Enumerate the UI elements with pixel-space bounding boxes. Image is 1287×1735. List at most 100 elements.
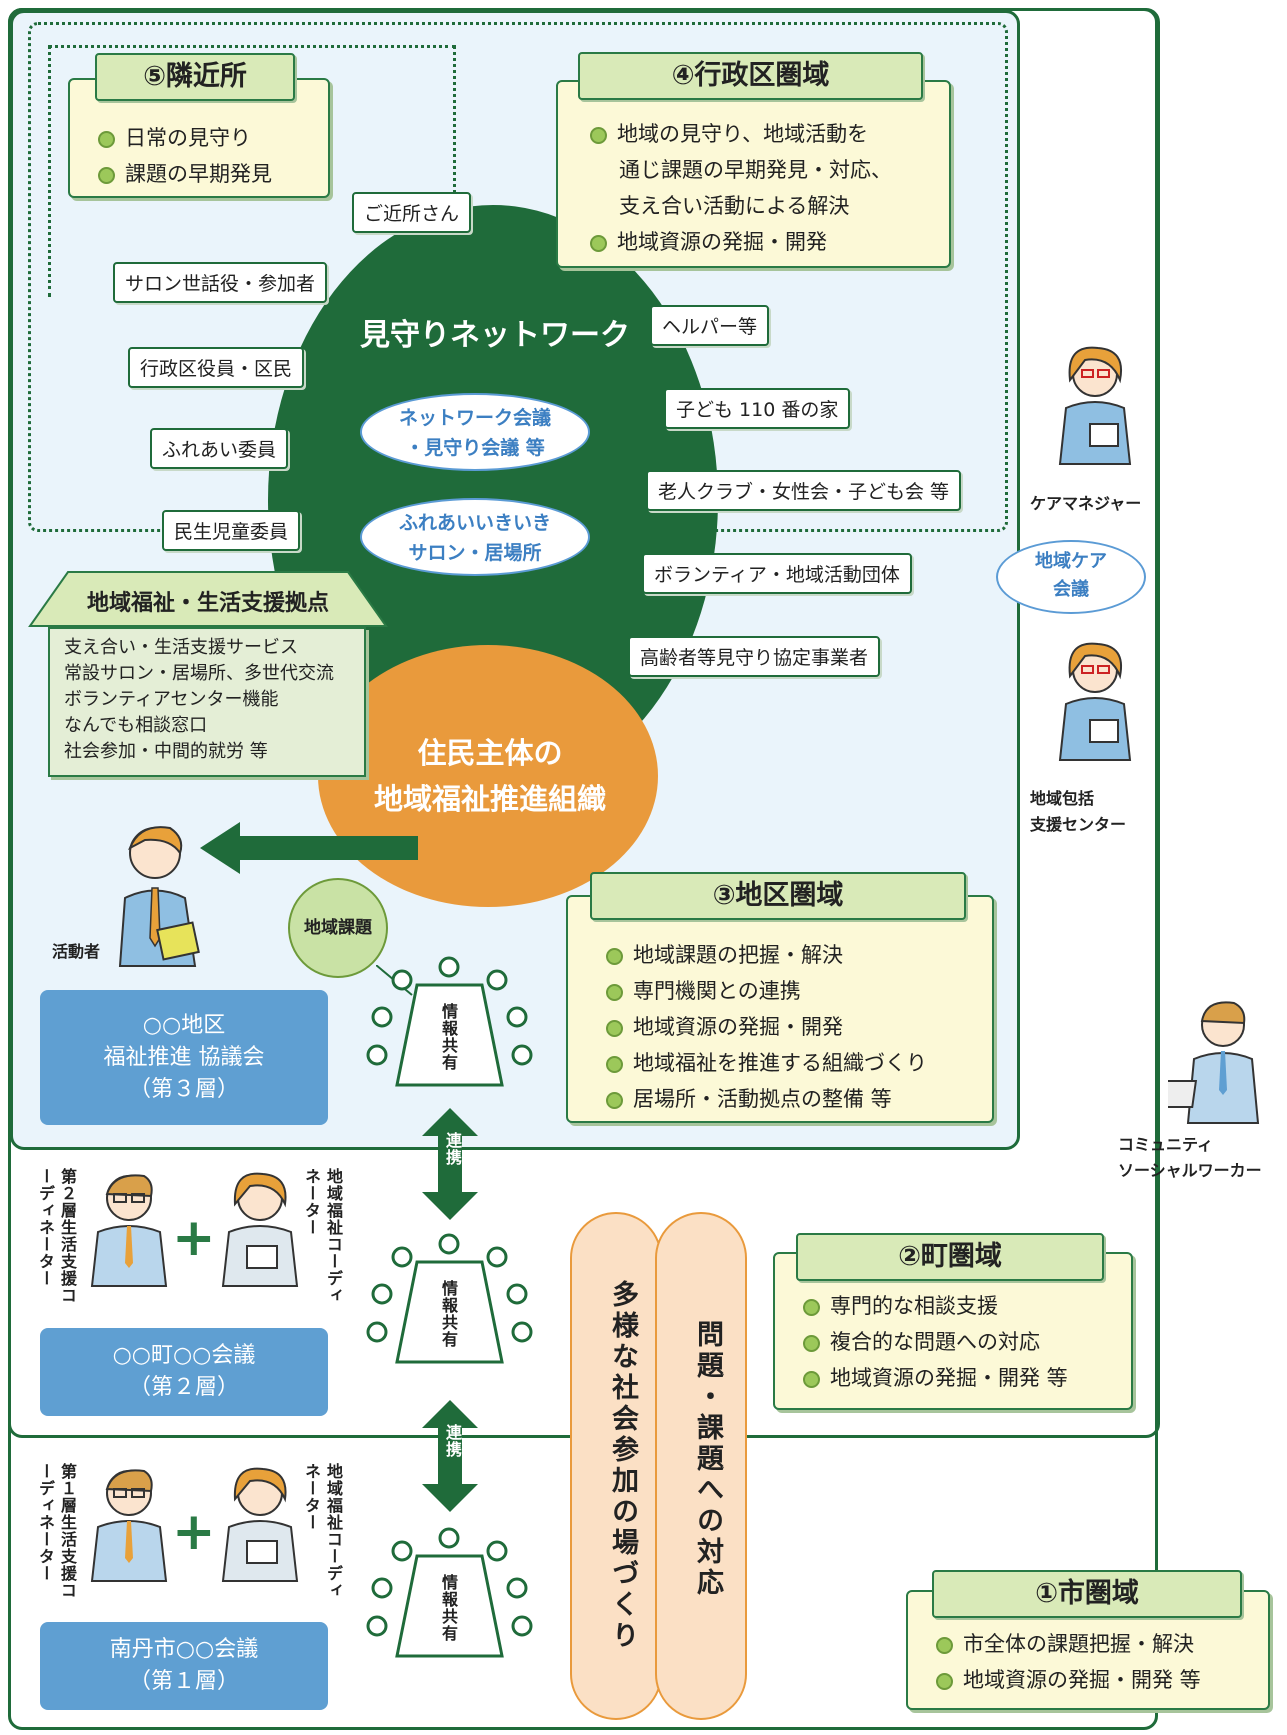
area4-card: 地域の見守り、地域活動を 通じ課題の早期発見・対応、 支え合い活動による解決 地…: [556, 80, 951, 268]
link-arrow-1: [420, 1108, 480, 1224]
bullet-icon: [606, 1091, 623, 1109]
layer3-line1: ○○地区: [142, 1013, 226, 1038]
resident-org-circle: [318, 645, 658, 907]
area3-item: 居場所・活動拠点の整備 等: [606, 1081, 927, 1117]
hub-item: 社会参加・中間的就労 等: [64, 741, 268, 762]
label-koureisha: 高齢者等見守り協定事業者: [628, 636, 881, 677]
area2-item: 専門的な相談支援: [803, 1288, 1068, 1324]
layer2-line2: （第２層）: [128, 1375, 239, 1400]
layer3-line2: 福祉推進 協議会: [103, 1045, 265, 1070]
label-salon: サロン世話役・参加者: [113, 262, 328, 303]
bullet-icon: [803, 1298, 820, 1316]
csw-line1: コミュニティ: [1118, 1135, 1214, 1154]
chiiki-care-line2: 会議: [1053, 579, 1089, 600]
area4-item: 地域の見守り、地域活動を: [590, 116, 892, 152]
houkatsu-person-icon: [1050, 638, 1140, 763]
bullet-icon: [936, 1636, 953, 1654]
label-fureai: ふれあい委員: [150, 428, 289, 469]
area1-item: 市全体の課題把握・解決: [936, 1626, 1201, 1662]
bullet-icon: [590, 234, 607, 252]
csw-line2: ソーシャルワーカー: [1118, 1161, 1262, 1180]
area4-title: ④行政区圏域: [578, 52, 923, 100]
area1-item: 地域資源の発掘・開発 等: [936, 1662, 1201, 1698]
coordinator-man-icon: [84, 1168, 174, 1288]
chiiki-care-line1: 地域ケア: [1035, 551, 1107, 572]
area4-item: 通じ課題の早期発見・対応、: [619, 158, 892, 182]
bullet-icon: [590, 126, 607, 144]
coordinator-woman-icon: [215, 1168, 305, 1288]
chiiki-care-oval: 地域ケア 会議: [996, 540, 1146, 614]
layer2-line1: ○○町○○会議: [112, 1343, 256, 1368]
csw-label: コミュニティ ソーシャルワーカー: [1118, 1132, 1262, 1184]
layer1-box: 南丹市○○会議 （第１層）: [40, 1622, 328, 1710]
hub-item: 支え合い・生活支援サービス: [64, 637, 298, 658]
area1-title: ①市圏域: [932, 1570, 1242, 1618]
bullet-icon: [606, 947, 623, 965]
layer2-box: ○○町○○会議 （第２層）: [40, 1328, 328, 1416]
area4-item: 支え合い活動による解決: [619, 194, 850, 218]
label-roujin: 老人クラブ・女性会・子ども会 等: [646, 470, 962, 511]
houkatsu-line2: 支援センター: [1030, 815, 1127, 834]
hub-item: なんでも相談窓口: [64, 715, 208, 736]
network-meeting-oval: ネットワーク会議 ・見守り会議 等: [360, 393, 590, 471]
label-gyoseiku: 行政区役員・区民: [128, 347, 305, 388]
roof-shape: [28, 571, 388, 627]
layer3-box: ○○地区 福祉推進 協議会 （第３層）: [40, 990, 328, 1125]
area3-item: 地域資源の発掘・開発: [606, 1009, 927, 1045]
oval2-line2: サロン・居場所: [408, 542, 542, 564]
hub-item: ボランティアセンター機能: [64, 689, 279, 710]
kadai-circle: 地域課題: [288, 878, 388, 978]
label-gokinjo: ご近所さん: [352, 192, 472, 233]
area3-title: ③地区圏域: [590, 872, 966, 920]
area5-item: 日常の見守り: [98, 120, 272, 156]
info-share-label-1: 情報共有: [439, 1574, 458, 1642]
coord-right-label-2: 地域福祉コーディネーター: [302, 1168, 343, 1304]
left-arrow-icon: [200, 820, 420, 880]
meeting-icon-3: [362, 955, 537, 1094]
coord1-left-label: 第１層生活支援コーディネーター: [36, 1463, 77, 1599]
coord-right-label-1: 地域福祉コーディネーター: [302, 1463, 343, 1599]
link-arrow-2: [420, 1400, 480, 1516]
activist-label: 活動者: [52, 942, 101, 961]
coord2-left-label: 第２層生活支援コーディネーター: [36, 1168, 77, 1304]
neighborhood-dotted-area: [48, 45, 456, 297]
meeting-icon-1: [362, 1526, 537, 1665]
label-minsei: 民生児童委員: [162, 510, 301, 551]
bullet-icon: [936, 1672, 953, 1690]
resident-org-text: 住民主体の 地域福祉推進組織: [340, 730, 640, 822]
area3-item: 地域福祉を推進する組織づくり: [606, 1045, 927, 1081]
area2-title: ②町圏域: [796, 1233, 1104, 1281]
salon-oval: ふれあいいきいき サロン・居場所: [360, 498, 590, 576]
area3-card: 地域課題の把握・解決 専門機関との連携 地域資源の発掘・開発 地域福祉を推進する…: [566, 895, 994, 1123]
pill-response-text: 問題・課題への対応: [692, 1320, 723, 1599]
bullet-icon: [606, 1019, 623, 1037]
bullet-icon: [606, 983, 623, 1001]
csw-person-icon: [1168, 995, 1268, 1125]
plus-icon-2: +: [172, 1208, 216, 1268]
bullet-icon: [606, 1055, 623, 1073]
link-label-1: 連携: [443, 1132, 462, 1166]
coordinator-woman-icon-1: [215, 1463, 305, 1583]
bullet-icon: [98, 166, 115, 184]
hub-item: 常設サロン・居場所、多世代交流: [64, 663, 334, 684]
network-title: 見守りネットワーク: [360, 318, 630, 353]
label-kodomo110: 子ども 110 番の家: [664, 388, 851, 429]
meeting-icon-2: [362, 1232, 537, 1371]
bullet-icon: [803, 1334, 820, 1352]
bullet-icon: [98, 130, 115, 148]
oval1-line2: ・見守り会議 等: [405, 437, 545, 459]
houkatsu-line1: 地域包括: [1030, 789, 1095, 808]
pill-participation-text: 多様な社会参加の場づくり: [607, 1280, 638, 1652]
hub-roof: [28, 570, 388, 628]
orange-line2: 地域福祉推進組織: [373, 782, 606, 816]
coordinator-man-icon-1: [84, 1463, 174, 1583]
oval1-line1: ネットワーク会議: [398, 407, 551, 429]
area4-item: 地域資源の発掘・開発: [590, 224, 892, 260]
area2-item: 地域資源の発掘・開発 等: [803, 1360, 1068, 1396]
link-label-2: 連携: [443, 1424, 462, 1458]
oval2-line1: ふれあいいきいき: [398, 512, 551, 534]
hub-body: 支え合い・生活支援サービス 常設サロン・居場所、多世代交流 ボランティアセンター…: [48, 627, 366, 777]
layer1-line2: （第１層）: [128, 1669, 239, 1694]
label-helper: ヘルパー等: [650, 305, 770, 346]
hub-title: 地域福祉・生活支援拠点: [86, 591, 329, 616]
